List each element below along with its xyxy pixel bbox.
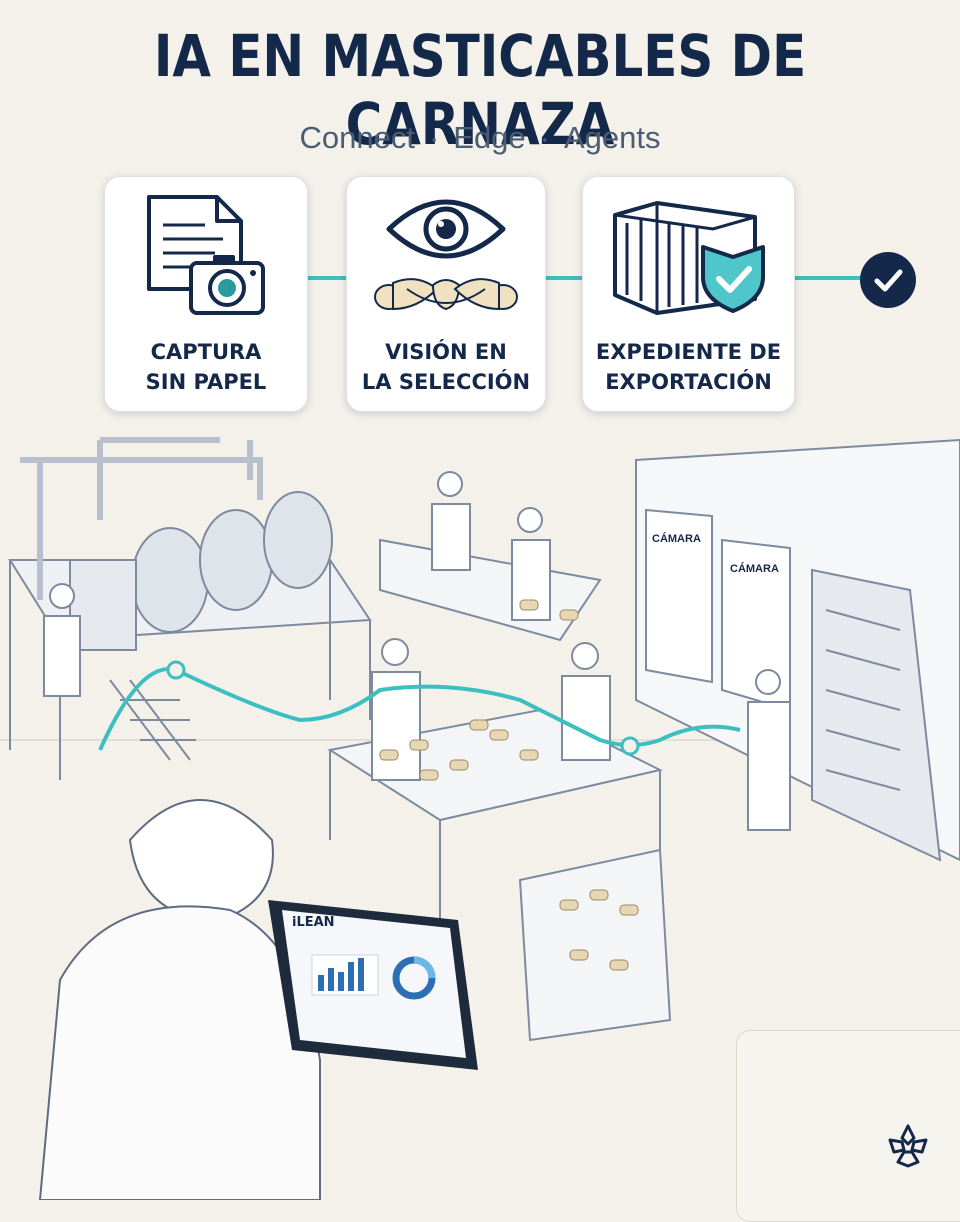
cold-room-label: CÁMARA [652, 532, 701, 545]
checkmark-icon [860, 252, 916, 308]
eye-braided-chew-icon [374, 199, 518, 311]
factory-scene-illustration: CÁMARA CÁMARA iLEAN [0, 437, 960, 1200]
step-label-line: VISIÓN EN [385, 340, 507, 364]
step-card-expediente: EXPEDIENTE DE EXPORTACIÓN [582, 176, 795, 412]
step-label: EXPEDIENTE DE EXPORTACIÓN [583, 337, 794, 397]
tablet-brand-label: iLEAN [292, 915, 335, 930]
flow-connector [793, 276, 863, 280]
cold-room-label: CÁMARA [730, 562, 779, 575]
subtitle-agents: Agents [564, 120, 661, 155]
step-label-line: EXPORTACIÓN [605, 370, 772, 394]
subtitle-separator: · [428, 120, 440, 155]
flow-connector [544, 276, 582, 280]
step-label: VISIÓN EN LA SELECCIÓN [347, 337, 545, 397]
subtitle-separator: · [539, 120, 550, 155]
document-camera-icon [147, 195, 265, 315]
step-card-captura: CAPTURA SIN PAPEL [104, 176, 308, 412]
subtitle: Connect · Edge · Agents [0, 120, 960, 156]
step-label-line: LA SELECCIÓN [361, 370, 531, 394]
flow-connector [306, 276, 346, 280]
logo-icon [888, 1124, 928, 1168]
container-shield-icon [613, 201, 765, 315]
subtitle-connect: Connect [299, 120, 415, 155]
page-title: IA EN MASTICABLES DE CARNAZA [153, 22, 807, 158]
step-label: CAPTURA SIN PAPEL [105, 337, 307, 397]
tablet [268, 900, 478, 1070]
step-label-line: SIN PAPEL [145, 370, 267, 394]
subtitle-edge: Edge [453, 120, 526, 155]
step-label-line: EXPEDIENTE DE [595, 340, 782, 364]
corner-panel [736, 1030, 960, 1222]
step-card-vision: VISIÓN EN LA SELECCIÓN [346, 176, 546, 412]
step-label-line: CAPTURA [150, 340, 262, 364]
